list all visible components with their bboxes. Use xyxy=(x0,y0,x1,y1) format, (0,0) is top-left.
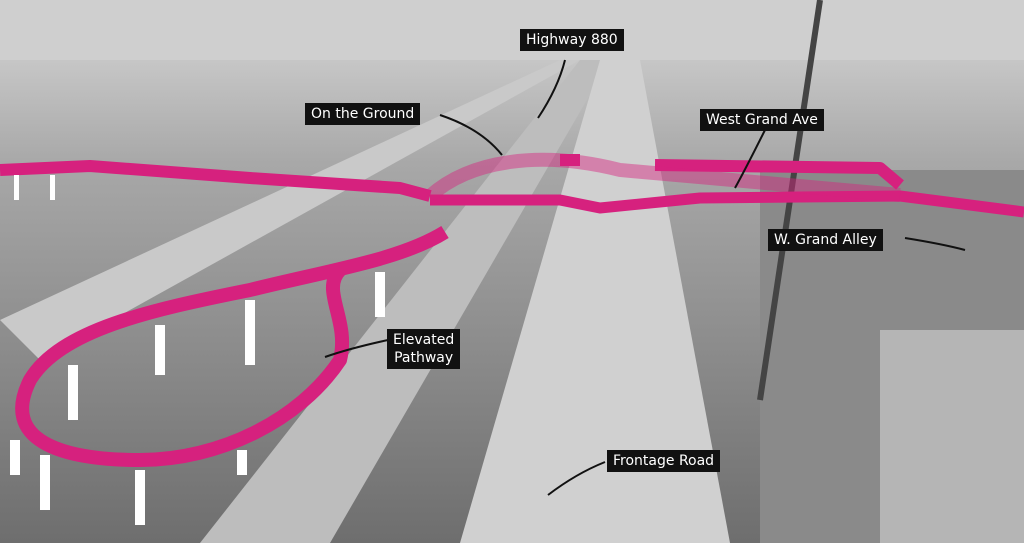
pathway xyxy=(0,154,1024,467)
label-elevated-line2: Pathway xyxy=(394,350,454,366)
frontage-road xyxy=(460,60,730,543)
pointer-arrows xyxy=(324,59,966,496)
label-highway-880: Highway 880 xyxy=(520,29,624,51)
highway-880 xyxy=(200,60,610,543)
label-elevated-line1: Elevated xyxy=(393,332,455,348)
label-w-grand-alley: W. Grand Alley xyxy=(768,229,883,251)
label-elevated-pathway: Elevated Pathway xyxy=(387,329,461,369)
city-skyline xyxy=(0,0,1024,60)
pathway-pillars xyxy=(10,175,385,525)
label-frontage-road: Frontage Road xyxy=(607,450,721,472)
label-west-grand-ave: West Grand Ave xyxy=(700,109,824,131)
elevated-highway-left xyxy=(0,60,580,360)
label-on-the-ground: On the Ground xyxy=(305,103,421,125)
